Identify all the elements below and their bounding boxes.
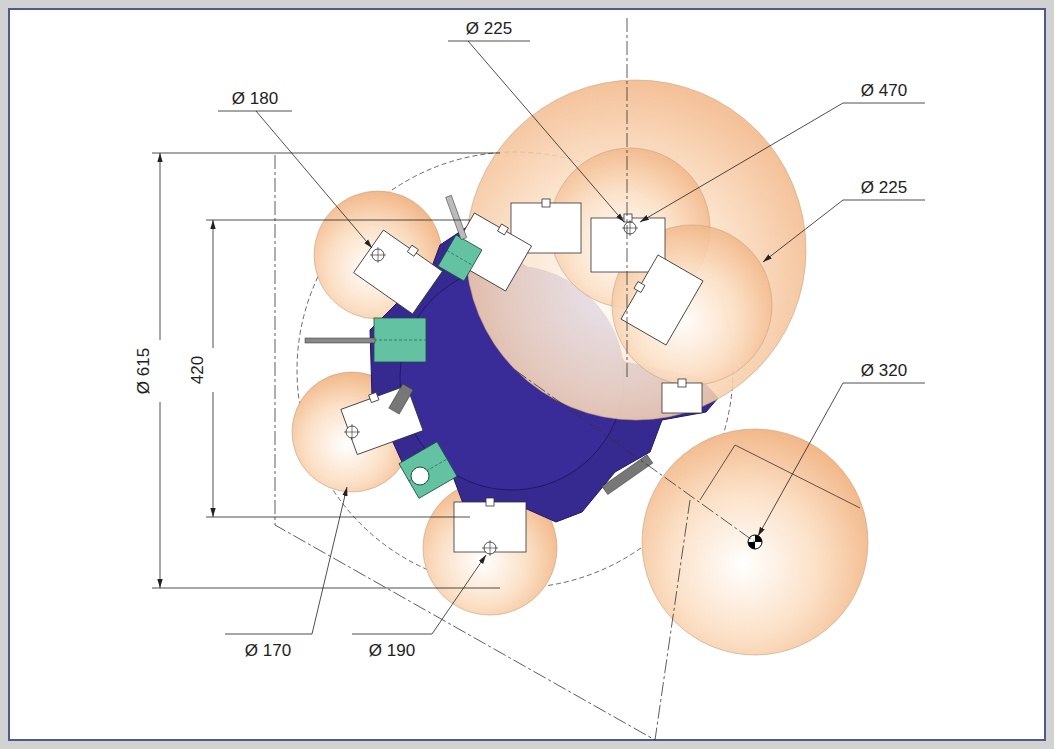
driven-unit-detail <box>374 340 426 341</box>
holder-key <box>498 224 509 235</box>
holder-block <box>354 230 443 314</box>
holder-key <box>542 199 550 207</box>
leader-line <box>218 111 292 112</box>
diameter-callout: Ø 320 <box>859 361 909 380</box>
workpiece-outline <box>700 445 735 500</box>
holder-key <box>634 282 645 293</box>
diameter-callout: Ø 190 <box>367 641 417 660</box>
holder-block <box>662 383 702 413</box>
illustration <box>152 18 925 740</box>
driven-unit <box>374 318 426 362</box>
driven-unit-spindle <box>411 467 429 485</box>
holder-key <box>369 392 379 402</box>
leader-line <box>312 487 347 634</box>
dimension-line <box>160 153 161 340</box>
extension-line <box>206 220 470 221</box>
centre-line <box>627 18 628 380</box>
leader-line <box>843 200 925 201</box>
centre-cross <box>622 220 638 236</box>
diameter-callout: Ø 225 <box>464 19 514 38</box>
driven-unit-detail <box>447 251 473 266</box>
drill-tool <box>446 195 467 239</box>
driven-unit-body <box>399 442 457 499</box>
leader-line <box>468 41 624 222</box>
leader-line <box>448 41 530 42</box>
dimension-line <box>160 402 161 588</box>
boring-bar <box>602 455 653 495</box>
dimension-line <box>213 220 214 348</box>
leader-line <box>843 383 925 384</box>
driven-unit-body <box>374 318 426 362</box>
drill-tool <box>305 338 375 343</box>
centre-line <box>655 500 690 740</box>
tool-holder <box>618 253 703 345</box>
holder-key <box>624 214 632 222</box>
centre-line <box>515 370 755 542</box>
driven-unit <box>399 442 457 499</box>
holder-key <box>678 379 686 387</box>
leader-line <box>432 555 486 634</box>
holder-key <box>407 245 418 256</box>
driven-unit <box>438 235 482 281</box>
diameter-callout: Ø 225 <box>859 178 909 197</box>
tool-holder <box>354 227 445 314</box>
diameter-callout: Ø 470 <box>859 81 909 100</box>
leader-line <box>352 634 432 635</box>
driven-unit-body <box>438 235 482 281</box>
leader-line <box>256 111 372 248</box>
centre-cross <box>482 540 498 556</box>
centre-cross <box>370 247 386 263</box>
holder-key <box>486 498 494 506</box>
tool-holder <box>662 379 702 413</box>
centre-line <box>275 155 655 740</box>
extension-line <box>206 517 470 518</box>
leader-line <box>225 634 312 635</box>
dimension-line <box>213 392 214 517</box>
leader-line <box>758 383 843 536</box>
extension-line <box>152 153 500 154</box>
tool-circle <box>314 191 442 319</box>
centre-cross <box>344 424 360 440</box>
boring-bar <box>389 384 413 414</box>
tool-holder <box>340 382 424 455</box>
extension-line <box>152 588 500 589</box>
holder-block <box>621 255 703 345</box>
diameter-callout: Ø 170 <box>243 641 293 660</box>
diameter-callout: Ø 180 <box>230 89 280 108</box>
leader-line <box>843 103 925 104</box>
leader-line <box>763 200 843 262</box>
dimension-value: Ø 615 <box>134 346 153 396</box>
holder-block <box>341 385 423 454</box>
leader-line <box>640 103 843 222</box>
dimension-value: 420 <box>188 354 207 386</box>
workpiece-outline <box>735 445 860 508</box>
